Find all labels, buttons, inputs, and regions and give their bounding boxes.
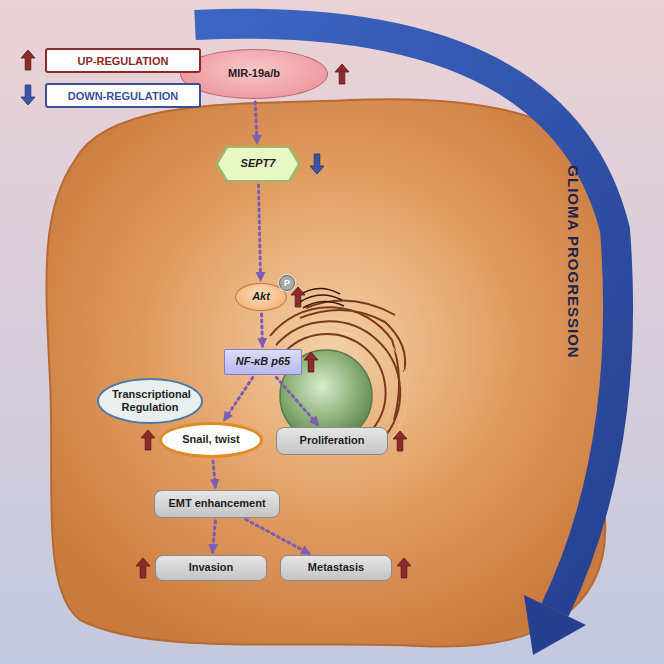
up-arrow-icon xyxy=(141,430,155,450)
process-box: Proliferation xyxy=(276,427,388,455)
progression-label: GLIOMA PROGRESSION xyxy=(565,165,582,358)
dotted-arrow xyxy=(276,377,318,424)
process-box: Metastasis xyxy=(280,555,392,581)
snail-ellipse: Snail, twist xyxy=(159,422,263,458)
up-arrow-icon xyxy=(393,431,407,451)
up-arrow-icon xyxy=(335,64,349,84)
node-text: Akt xyxy=(252,290,270,303)
legend-box: DOWN-REGULATION xyxy=(45,83,201,108)
akt-ellipse: AktP xyxy=(235,283,287,311)
node-text: MIR-19a/b xyxy=(228,67,280,80)
phospho-circle: P xyxy=(279,275,295,291)
up-arrow-icon xyxy=(21,50,35,70)
node-text: Proliferation xyxy=(300,434,365,447)
legend-box: UP-REGULATION xyxy=(45,48,201,73)
dotted-arrow xyxy=(213,461,215,487)
node-text: SEPT7 xyxy=(241,157,276,170)
down-arrow-icon xyxy=(21,85,35,105)
process-box: EMT enhancement xyxy=(154,490,280,518)
up-arrow-icon xyxy=(397,558,411,578)
dotted-arrow xyxy=(259,185,261,280)
up-arrow-icon xyxy=(304,352,318,372)
node-text: P xyxy=(284,278,290,289)
node-text: Metastasis xyxy=(308,561,364,574)
dotted-arrow xyxy=(255,102,257,143)
dotted-arrow xyxy=(213,521,216,552)
process-box: Invasion xyxy=(155,555,267,581)
regulation-ellipse: Transcriptional Regulation xyxy=(97,378,203,424)
node-text: Invasion xyxy=(189,561,234,574)
node-text: Transcriptional Regulation xyxy=(112,388,188,414)
node-text: EMT enhancement xyxy=(168,497,265,510)
dotted-arrow xyxy=(246,519,310,553)
node-text: Snail, twist xyxy=(182,433,239,446)
up-arrow-icon xyxy=(291,287,305,307)
sept7-hexagon: SEPT7 xyxy=(215,146,301,182)
dotted-arrow xyxy=(262,314,263,346)
dotted-arrow xyxy=(224,378,252,421)
nfkb-box: NF-κB p65 xyxy=(224,349,302,375)
mir-ellipse: MIR-19a/b xyxy=(180,49,328,99)
legend-text: DOWN-REGULATION xyxy=(68,90,178,102)
node-text: NF-κB p65 xyxy=(236,355,291,368)
legend-text: UP-REGULATION xyxy=(78,55,169,67)
up-arrow-icon xyxy=(136,558,150,578)
down-arrow-icon xyxy=(310,154,324,174)
